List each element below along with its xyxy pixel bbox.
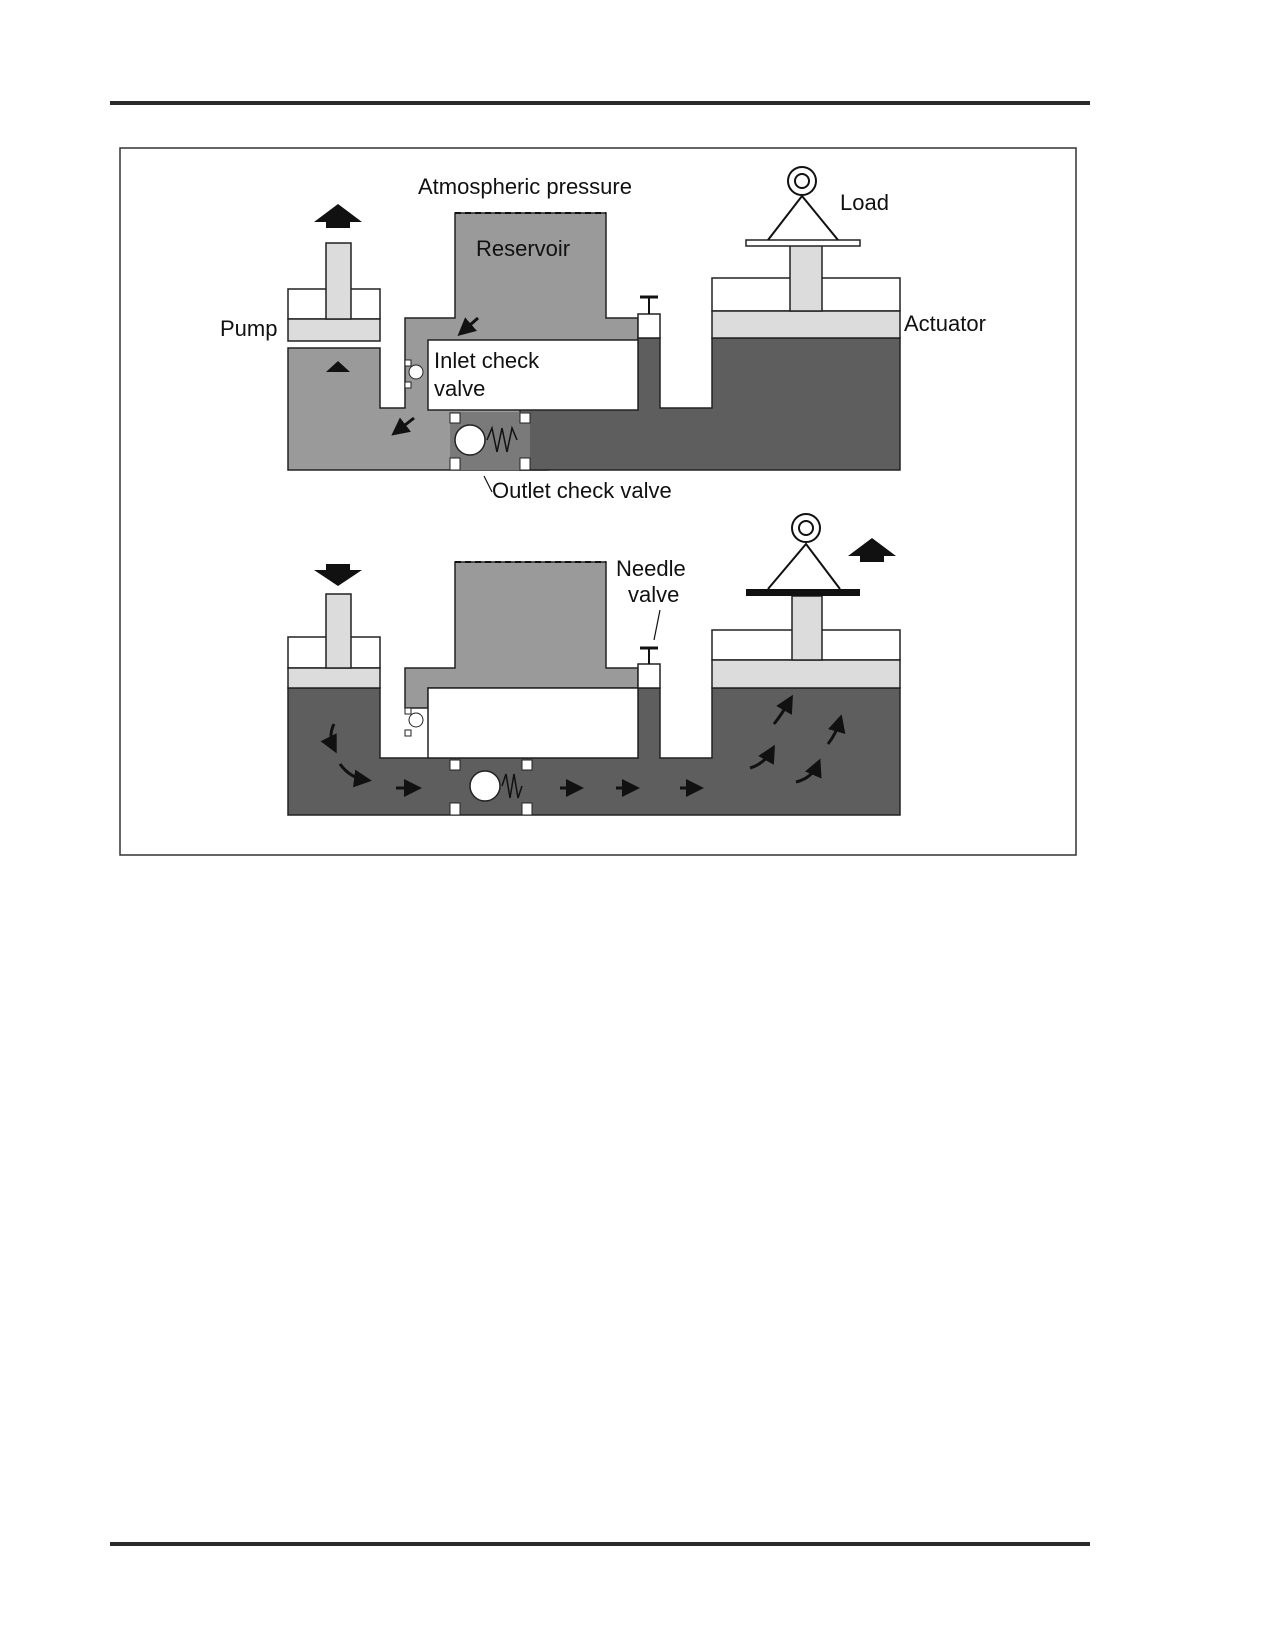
top-load-ring-inner: [794, 173, 810, 189]
bottom-needle-valve-body: [637, 663, 661, 689]
outlet-check-valve-label: Outlet check valve: [492, 478, 672, 503]
bottom-outlet-seat-b: [449, 802, 461, 816]
top-pump-up-arrow: [314, 204, 362, 228]
bottom-load-plate: [746, 589, 860, 596]
top-flow-arrow-2: [391, 416, 415, 436]
needle-valve-label-line1: Needle: [616, 556, 686, 581]
bottom-flow-arrow-7: [749, 744, 775, 770]
top-inlet-seat-a: [404, 359, 412, 367]
bottom-load-ring-inner: [798, 520, 814, 536]
needle-label-leader: [653, 609, 661, 641]
inlet-check-valve-label-line2: valve: [434, 376, 485, 401]
top-outlet-seat-d: [519, 457, 531, 471]
top-load-plate: [745, 239, 861, 247]
top-outlet-seat-a: [449, 412, 461, 424]
bottom-panel: Needle valve: [287, 513, 901, 816]
top-pump-inner-arrow: [326, 361, 350, 372]
top-inlet-ball: [408, 364, 424, 380]
bottom-outlet-seat-d: [521, 802, 533, 816]
pump-label: Pump: [220, 316, 277, 341]
top-needle-valve-body: [637, 313, 661, 339]
bottom-outlet-seat-c: [521, 759, 533, 771]
bottom-outlet-spring: [501, 773, 523, 799]
bottom-outlet-ball: [469, 770, 501, 802]
bottom-pump-piston: [287, 667, 381, 689]
bottom-load-up-arrow: [848, 538, 896, 562]
bottom-rule: [110, 1542, 1090, 1546]
top-outlet-spring: [486, 425, 518, 453]
outlet-label-leader: [483, 475, 493, 493]
figure-frame: [119, 147, 1077, 856]
bottom-inlet-ball: [408, 712, 424, 728]
bottom-flow-arrow-10: [826, 714, 846, 745]
reservoir-label: Reservoir: [476, 236, 570, 261]
atmospheric-pressure-label: Atmospheric pressure: [418, 174, 632, 199]
bottom-flow-arrow-8: [795, 758, 822, 784]
bottom-high-pressure-fluid: [287, 687, 901, 816]
bottom-pump-down-arrow: [314, 564, 362, 586]
top-outlet-ball: [454, 424, 486, 456]
top-pump-rod: [325, 242, 352, 320]
top-outlet-seat-b: [449, 457, 461, 471]
needle-valve-label-line2: valve: [628, 582, 679, 607]
inlet-check-valve-label-line1: Inlet check: [434, 348, 540, 373]
bottom-pump-rod: [325, 593, 352, 669]
bottom-inlet-seat-b: [404, 729, 412, 737]
top-rule: [110, 101, 1090, 105]
top-inlet-block: [427, 339, 639, 411]
top-pump-piston: [287, 318, 381, 342]
bottom-inlet-seat-a: [404, 707, 412, 715]
bottom-flow-arrow-1: [320, 723, 337, 754]
bottom-actuator-rod: [791, 595, 823, 661]
top-outlet-seat-c: [519, 412, 531, 424]
top-panel: Atmospheric pressure Reservoir Load Pump…: [220, 166, 986, 503]
bottom-actuator-piston: [711, 659, 901, 689]
top-actuator-piston: [711, 310, 901, 339]
bottom-load-triangle: [767, 542, 841, 590]
top-inlet-seat-b: [404, 381, 412, 389]
bottom-inlet-block: [427, 687, 639, 759]
bottom-flow-arrow-9: [772, 694, 793, 725]
load-label: Load: [840, 190, 889, 215]
top-flow-arrow-1: [457, 316, 479, 336]
bottom-outlet-seat-a: [449, 759, 461, 771]
top-load-triangle: [767, 194, 839, 241]
actuator-label: Actuator: [904, 311, 986, 336]
bottom-reservoir-fluid: [404, 561, 639, 709]
top-actuator-rod: [789, 244, 823, 312]
bottom-flow-arrow-2: [338, 763, 372, 788]
